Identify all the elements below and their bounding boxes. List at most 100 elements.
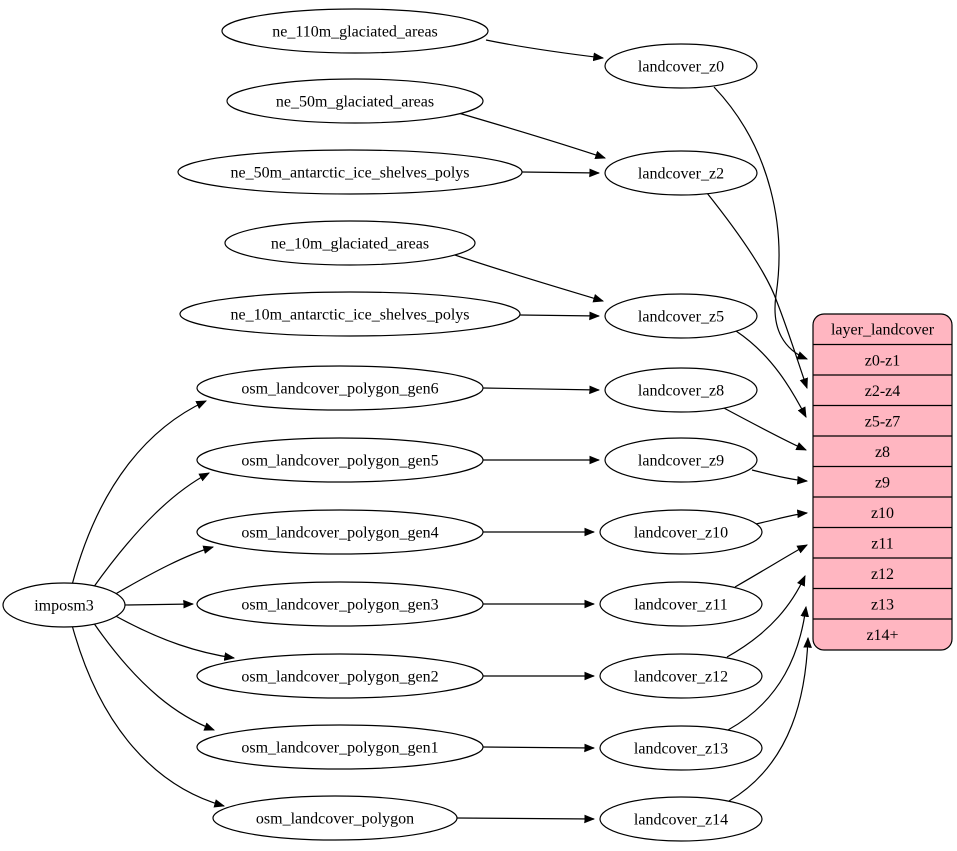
edge-landcover-z5-to-row-z5-z7 [735,330,807,418]
node-ne-10m-antarctic-ice-shelves-polys-shape [179,291,521,337]
record-layer-landcover-box [812,313,953,651]
node-ne-10m-antarctic-ice-shelves-polys-label: ne_10m_antarctic_ice_shelves_polys [230,307,469,324]
node-osm-landcover-polygon-gen1-shape [196,724,484,770]
node-osm-landcover-polygon-gen6: osm_landcover_polygon_gen6 [196,365,484,411]
node-imposm3-label: imposm3 [34,598,94,615]
node-landcover-z5-shape [604,293,758,339]
node-ne-10m-glaciated-areas-label: ne_10m_glaciated_areas [271,236,429,253]
edge-ne-10m-glaciated-areas-to-landcover-z5 [451,253,605,303]
node-ne-50m-antarctic-ice-shelves-polys: ne_50m_antarctic_ice_shelves_polys [177,149,523,195]
node-osm-landcover-polygon-gen3: osm_landcover_polygon_gen3 [196,581,484,627]
record-row-z11: z11 [871,536,894,553]
edge-osm-landcover-polygon-gen6-to-landcover-z8 [482,385,601,395]
node-landcover-z0-shape [604,43,758,89]
node-landcover-z11-shape [599,581,763,627]
node-ne-50m-antarctic-ice-shelves-polys-shape [177,149,523,195]
node-osm-landcover-polygon-gen1: osm_landcover_polygon_gen1 [196,724,484,770]
edge-imposm3-to-osm-landcover-polygon-gen4 [111,545,215,597]
record-layer-landcover: layer_landcover z0-z1 z2-z4 z5-z7 z8 z9 … [812,313,953,651]
node-landcover-z0: landcover_z0 [604,43,758,89]
edge-ne-110m-glaciated-areas-to-landcover-z0 [485,39,605,62]
node-osm-landcover-polygon-shape [212,795,458,841]
node-osm-landcover-polygon-gen4-shape [196,509,484,555]
node-ne-50m-antarctic-ice-shelves-polys-label: ne_50m_antarctic_ice_shelves_polys [230,165,469,182]
node-landcover-z14-shape [599,796,763,842]
node-landcover-z13-label: landcover_z13 [634,741,728,758]
node-landcover-z0-label: landcover_z0 [638,59,724,76]
node-landcover-z12-shape [599,653,763,699]
node-landcover-z14: landcover_z14 [599,796,763,842]
edge-landcover-z14-to-row-z14plus [728,636,812,802]
edge-landcover-z2-to-row-z2-z4 [706,192,808,390]
node-landcover-z10: landcover_z10 [599,509,763,555]
node-landcover-z8-shape [604,367,758,413]
node-landcover-z12: landcover_z12 [599,653,763,699]
node-ne-110m-glaciated-areas-shape [221,8,489,54]
edge-osm-landcover-polygon-to-landcover-z14 [456,814,596,824]
node-osm-landcover-polygon-label: osm_landcover_polygon [256,811,414,828]
node-imposm3-shape [2,582,126,628]
node-landcover-z2-shape [604,150,758,196]
edge-imposm3-to-osm-landcover-polygon-gen5 [92,472,210,589]
node-ne-50m-glaciated-areas-label: ne_50m_glaciated_areas [276,94,434,111]
record-row-z5-z7: z5-z7 [865,414,901,431]
node-imposm3: imposm3 [2,582,126,628]
edge-landcover-z12-to-row-z12 [726,575,806,658]
node-ne-10m-glaciated-areas: ne_10m_glaciated_areas [224,220,476,266]
node-landcover-z8-label: landcover_z8 [638,383,724,400]
node-landcover-z10-label: landcover_z10 [634,525,728,542]
node-osm-landcover-polygon-gen2: osm_landcover_polygon_gen2 [196,653,484,699]
node-osm-landcover-polygon-gen4: osm_landcover_polygon_gen4 [196,509,484,555]
edge-imposm3-to-osm-landcover-polygon-gen1 [92,621,216,731]
node-osm-landcover-polygon-gen3-shape [196,581,484,627]
node-ne-50m-glaciated-areas: ne_50m_glaciated_areas [226,78,484,124]
edge-landcover-z13-to-row-z13 [727,605,809,731]
node-osm-landcover-polygon-gen2-label: osm_landcover_polygon_gen2 [241,669,438,686]
edge-imposm3-to-osm-landcover-polygon-gen6 [71,400,207,586]
node-osm-landcover-polygon-gen5: osm_landcover_polygon_gen5 [196,437,484,483]
node-ne-10m-antarctic-ice-shelves-polys: ne_10m_antarctic_ice_shelves_polys [179,291,521,337]
record-row-z2-z4: z2-z4 [865,383,901,400]
edge-group [71,39,812,824]
edge-landcover-z8-to-row-z8 [721,406,807,451]
node-landcover-z12-label: landcover_z12 [634,669,728,686]
node-landcover-z13: landcover_z13 [599,725,763,771]
node-landcover-z11-label: landcover_z11 [634,597,728,614]
node-osm-landcover-polygon-gen5-shape [196,437,484,483]
node-osm-landcover-polygon-gen4-label: osm_landcover_polygon_gen4 [241,525,438,542]
record-row-z9: z9 [875,475,890,492]
edge-imposm3-to-osm-landcover-polygon [71,624,226,808]
node-osm-landcover-polygon-gen6-shape [196,365,484,411]
node-landcover-z2-label: landcover_z2 [638,166,724,183]
node-landcover-z9: landcover_z9 [604,437,758,483]
record-row-z8: z8 [875,444,890,461]
node-landcover-z14-label: landcover_z14 [634,812,728,829]
edge-ne-50m-antarctic-ice-shelves-polys-to-landcover-z2 [521,168,601,178]
edge-landcover-z0-to-row-z0-z1 [713,86,808,360]
node-landcover-z11: landcover_z11 [599,581,763,627]
edge-osm-landcover-polygon-gen1-to-landcover-z13 [482,743,596,753]
node-landcover-z5-label: landcover_z5 [638,309,724,326]
edge-landcover-z9-to-row-z9 [751,469,809,485]
node-landcover-z9-label: landcover_z9 [638,453,724,470]
node-landcover-z9-shape [604,437,758,483]
node-osm-landcover-polygon-gen3-label: osm_landcover_polygon_gen3 [241,597,438,614]
node-landcover-z10-shape [599,509,763,555]
node-osm-landcover-polygon: osm_landcover_polygon [212,795,458,841]
edge-ne-50m-glaciated-areas-to-landcover-z2 [454,111,607,160]
record-row-z12: z12 [871,566,894,583]
node-landcover-z13-shape [599,725,763,771]
edge-landcover-z11-to-row-z11 [734,544,808,588]
node-ne-110m-glaciated-areas: ne_110m_glaciated_areas [221,8,489,54]
record-row-z13: z13 [871,597,894,614]
record-row-z14plus: z14+ [866,627,898,644]
node-landcover-z5: landcover_z5 [604,293,758,339]
node-ne-110m-glaciated-areas-label: ne_110m_glaciated_areas [272,24,438,41]
edge-landcover-z10-to-row-z10 [755,509,809,525]
node-osm-landcover-polygon-gen5-label: osm_landcover_polygon_gen5 [241,453,438,470]
node-landcover-z8: landcover_z8 [604,367,758,413]
node-osm-landcover-polygon-gen2-shape [196,653,484,699]
node-ne-10m-glaciated-areas-shape [224,220,476,266]
